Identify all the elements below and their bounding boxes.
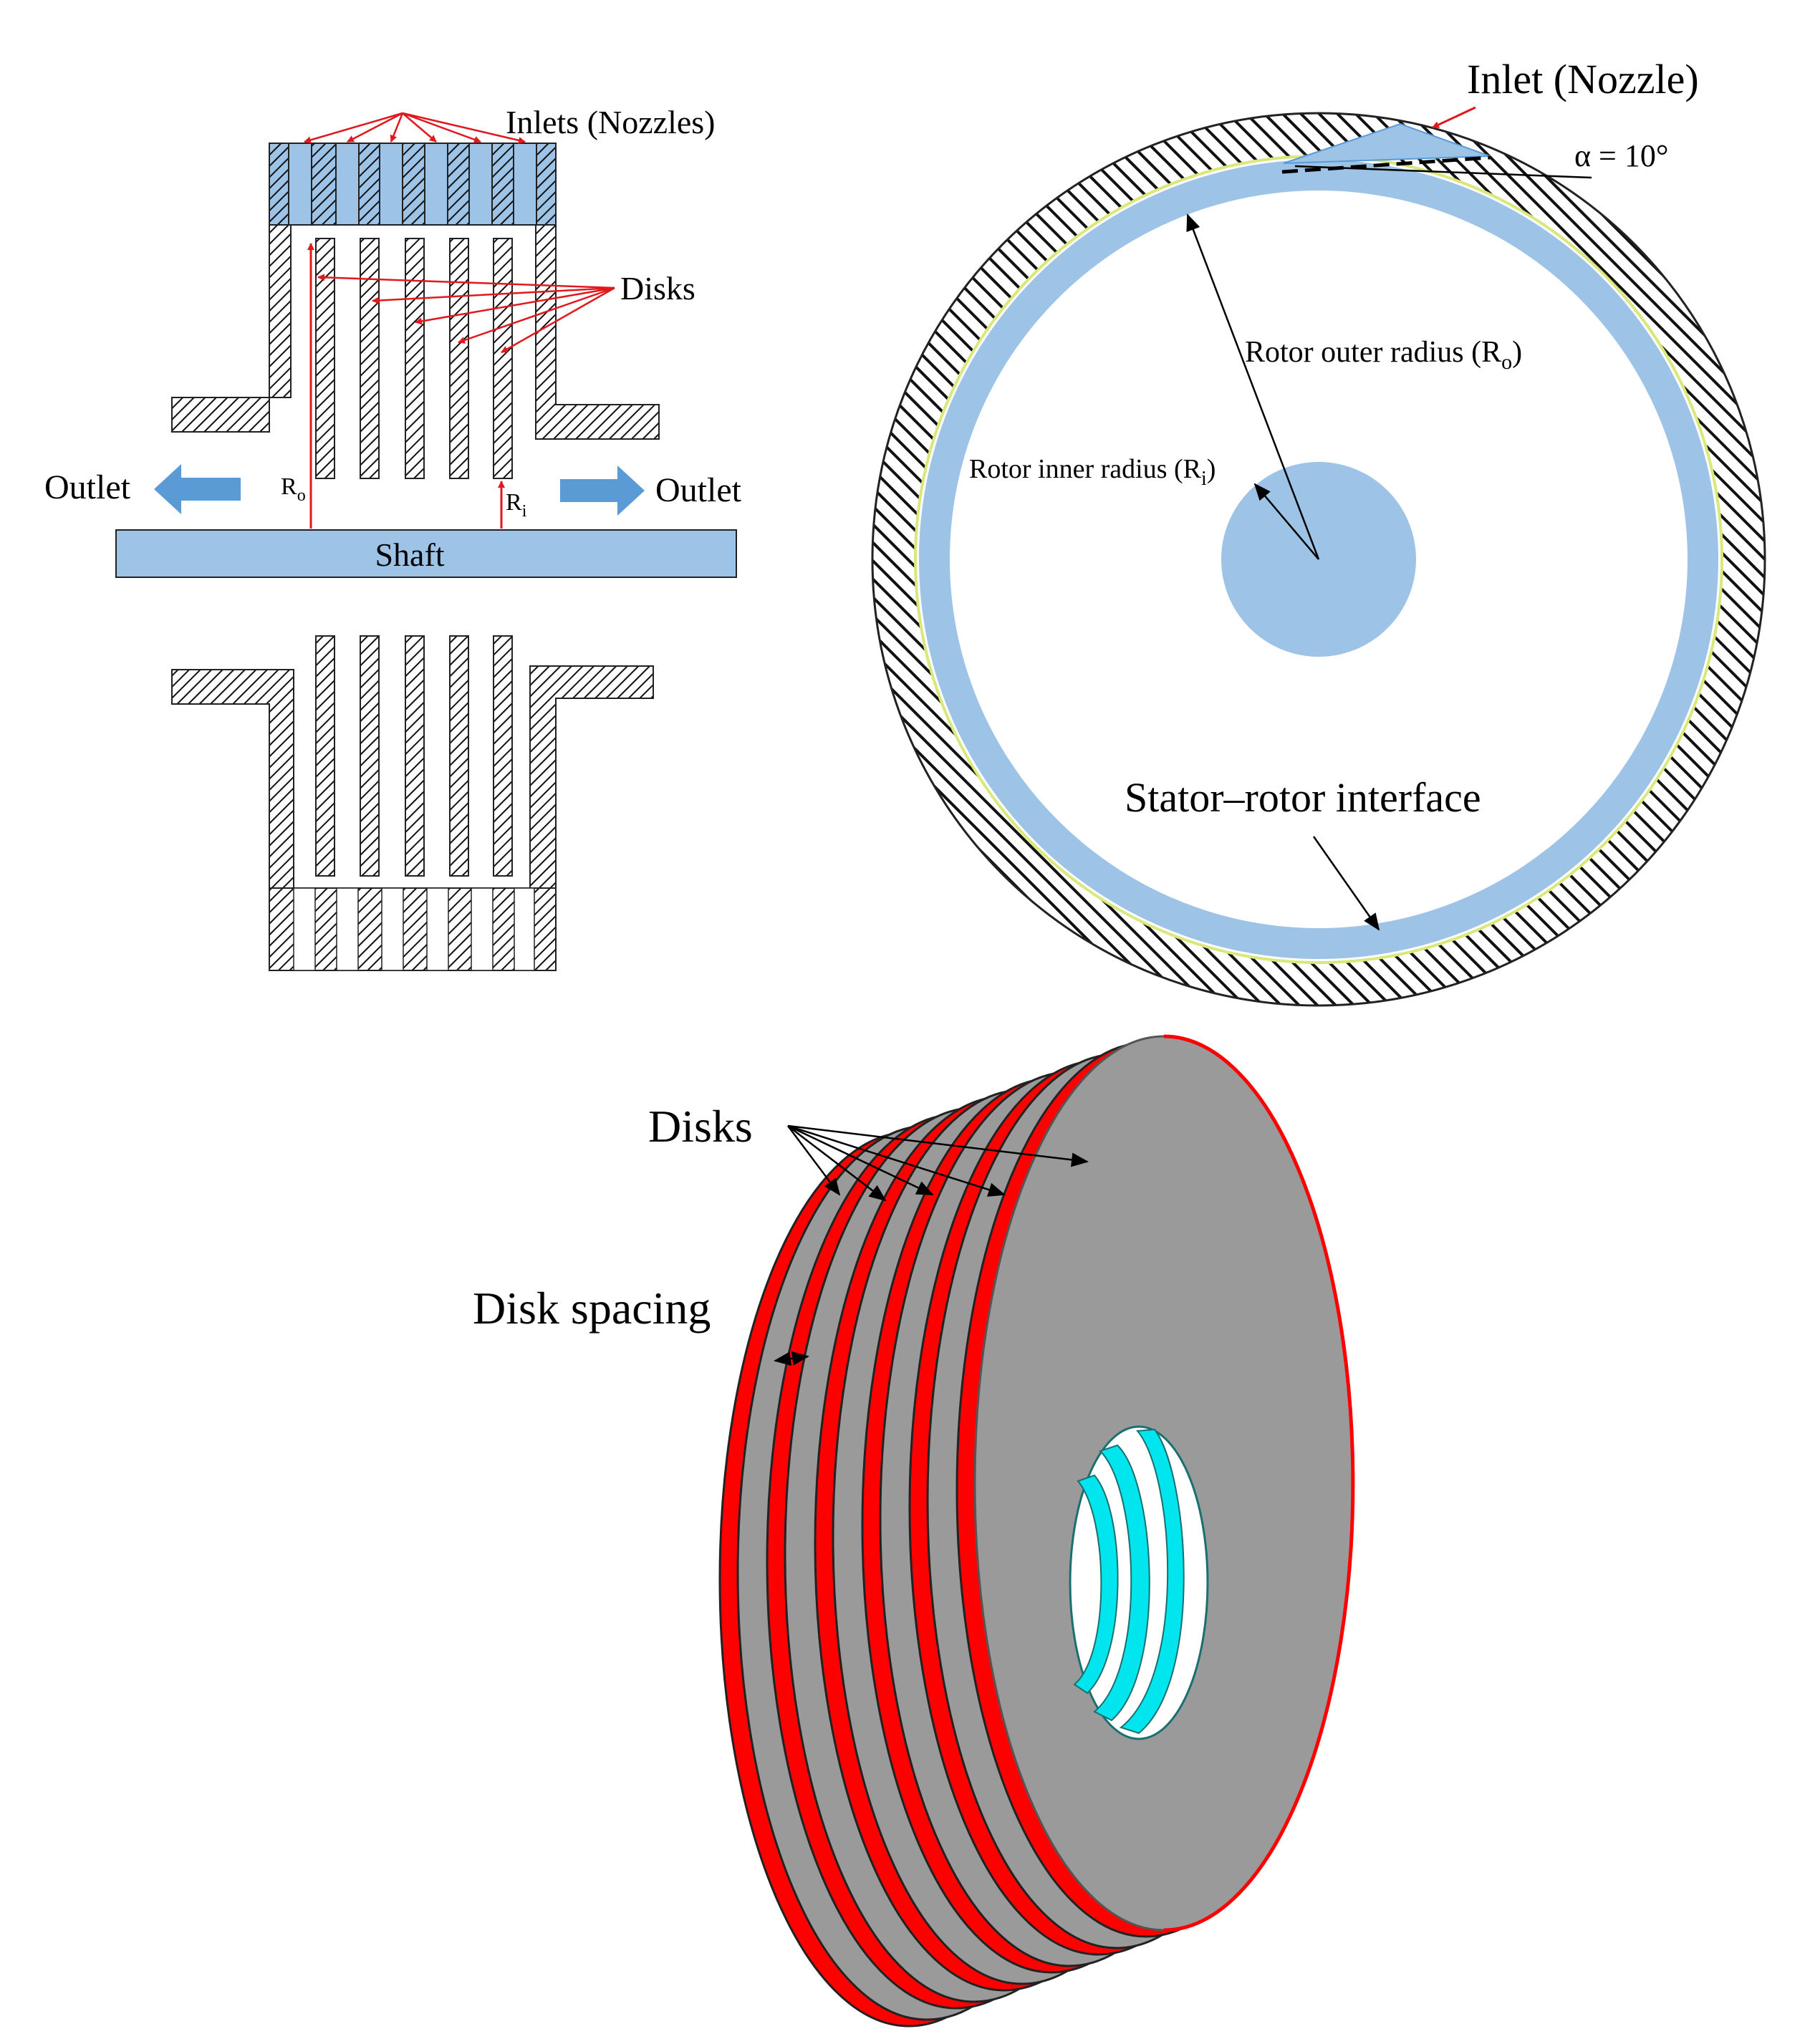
lower-disks: [315, 635, 513, 877]
inlet-arrows: [304, 112, 526, 144]
front-disk-rim: [1163, 1034, 1355, 1932]
lower-casing-left: [171, 669, 294, 889]
shaft: [115, 529, 737, 578]
hub-band-3: [1073, 1474, 1119, 1695]
outlet-left-arrow: [154, 464, 241, 514]
shaft-label: Shaft: [375, 536, 444, 573]
outlet-right-label: Outlet: [655, 471, 742, 509]
front-view: α = 10° Inlet (Nozzle) Rotor outer radiu…: [871, 56, 1766, 1007]
section-view: Shaft Inlets (Nozzles): [44, 104, 742, 971]
angle-dashed-line: [1281, 155, 1491, 174]
ro-label: Ro: [281, 473, 306, 505]
outer-radius-arrow: [1186, 213, 1320, 560]
iso-disk-arrows: [787, 1124, 1089, 1202]
upper-casing-left: [171, 224, 292, 433]
upper-disks: [315, 238, 513, 479]
inner-radius-arrow: [1253, 483, 1319, 560]
angle-reference-line: [1294, 165, 1592, 179]
inner-radius-label: Rotor inner radius (Ri): [969, 454, 1216, 490]
disk-stack: [718, 1035, 1354, 2028]
disk-spacing-label: Disk spacing: [473, 1283, 711, 1334]
disks-label: Disks: [620, 270, 695, 307]
inlet-label: Inlet (Nozzle): [1467, 56, 1699, 102]
angle-label: α = 10°: [1574, 138, 1668, 173]
lower-nozzle-block: [269, 887, 557, 971]
iso-view: Disks Disk spacing: [473, 1034, 1355, 2028]
upper-casing-right: [535, 224, 660, 440]
interface-pointer: [1312, 836, 1380, 931]
inlet-nozzle-wedge: [1283, 122, 1491, 164]
disk-arrows: [317, 274, 615, 354]
hub-band-2: [1093, 1444, 1150, 1722]
outlet-left-label: Outlet: [44, 468, 131, 506]
inlet-nozzle-block: [269, 143, 557, 226]
ri-label: Ri: [506, 489, 527, 521]
inlet-pointer: [1432, 106, 1476, 129]
outlet-right-arrow: [560, 466, 645, 516]
inlets-label: Inlets (Nozzles): [506, 104, 716, 140]
hub-hole: [1069, 1425, 1209, 1740]
interface-label: Stator–rotor interface: [1125, 774, 1481, 821]
disk-spacing-arrow: [774, 1351, 809, 1366]
lower-casing-right: [529, 665, 654, 889]
iso-disks-label: Disks: [648, 1101, 753, 1152]
outer-radius-label: Rotor outer radius (Ro): [1245, 336, 1522, 374]
hub-band-1: [1119, 1428, 1185, 1735]
